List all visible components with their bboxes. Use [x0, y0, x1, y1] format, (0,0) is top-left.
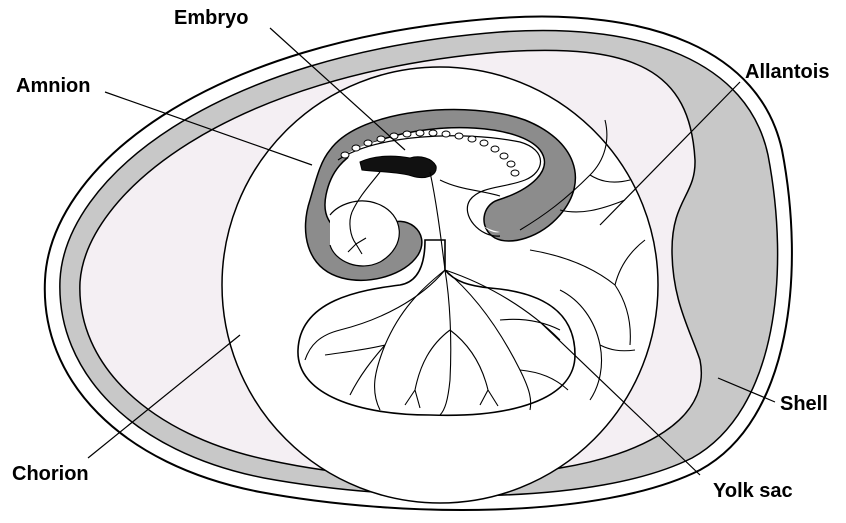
label-chorion: Chorion: [12, 463, 89, 485]
amnion-lower-fold: [330, 201, 399, 266]
label-yolk-sac: Yolk sac: [713, 480, 793, 502]
label-amnion: Amnion: [16, 75, 90, 97]
label-allantois: Allantois: [745, 61, 829, 83]
label-embryo: Embryo: [174, 7, 248, 29]
label-shell: Shell: [780, 393, 828, 415]
